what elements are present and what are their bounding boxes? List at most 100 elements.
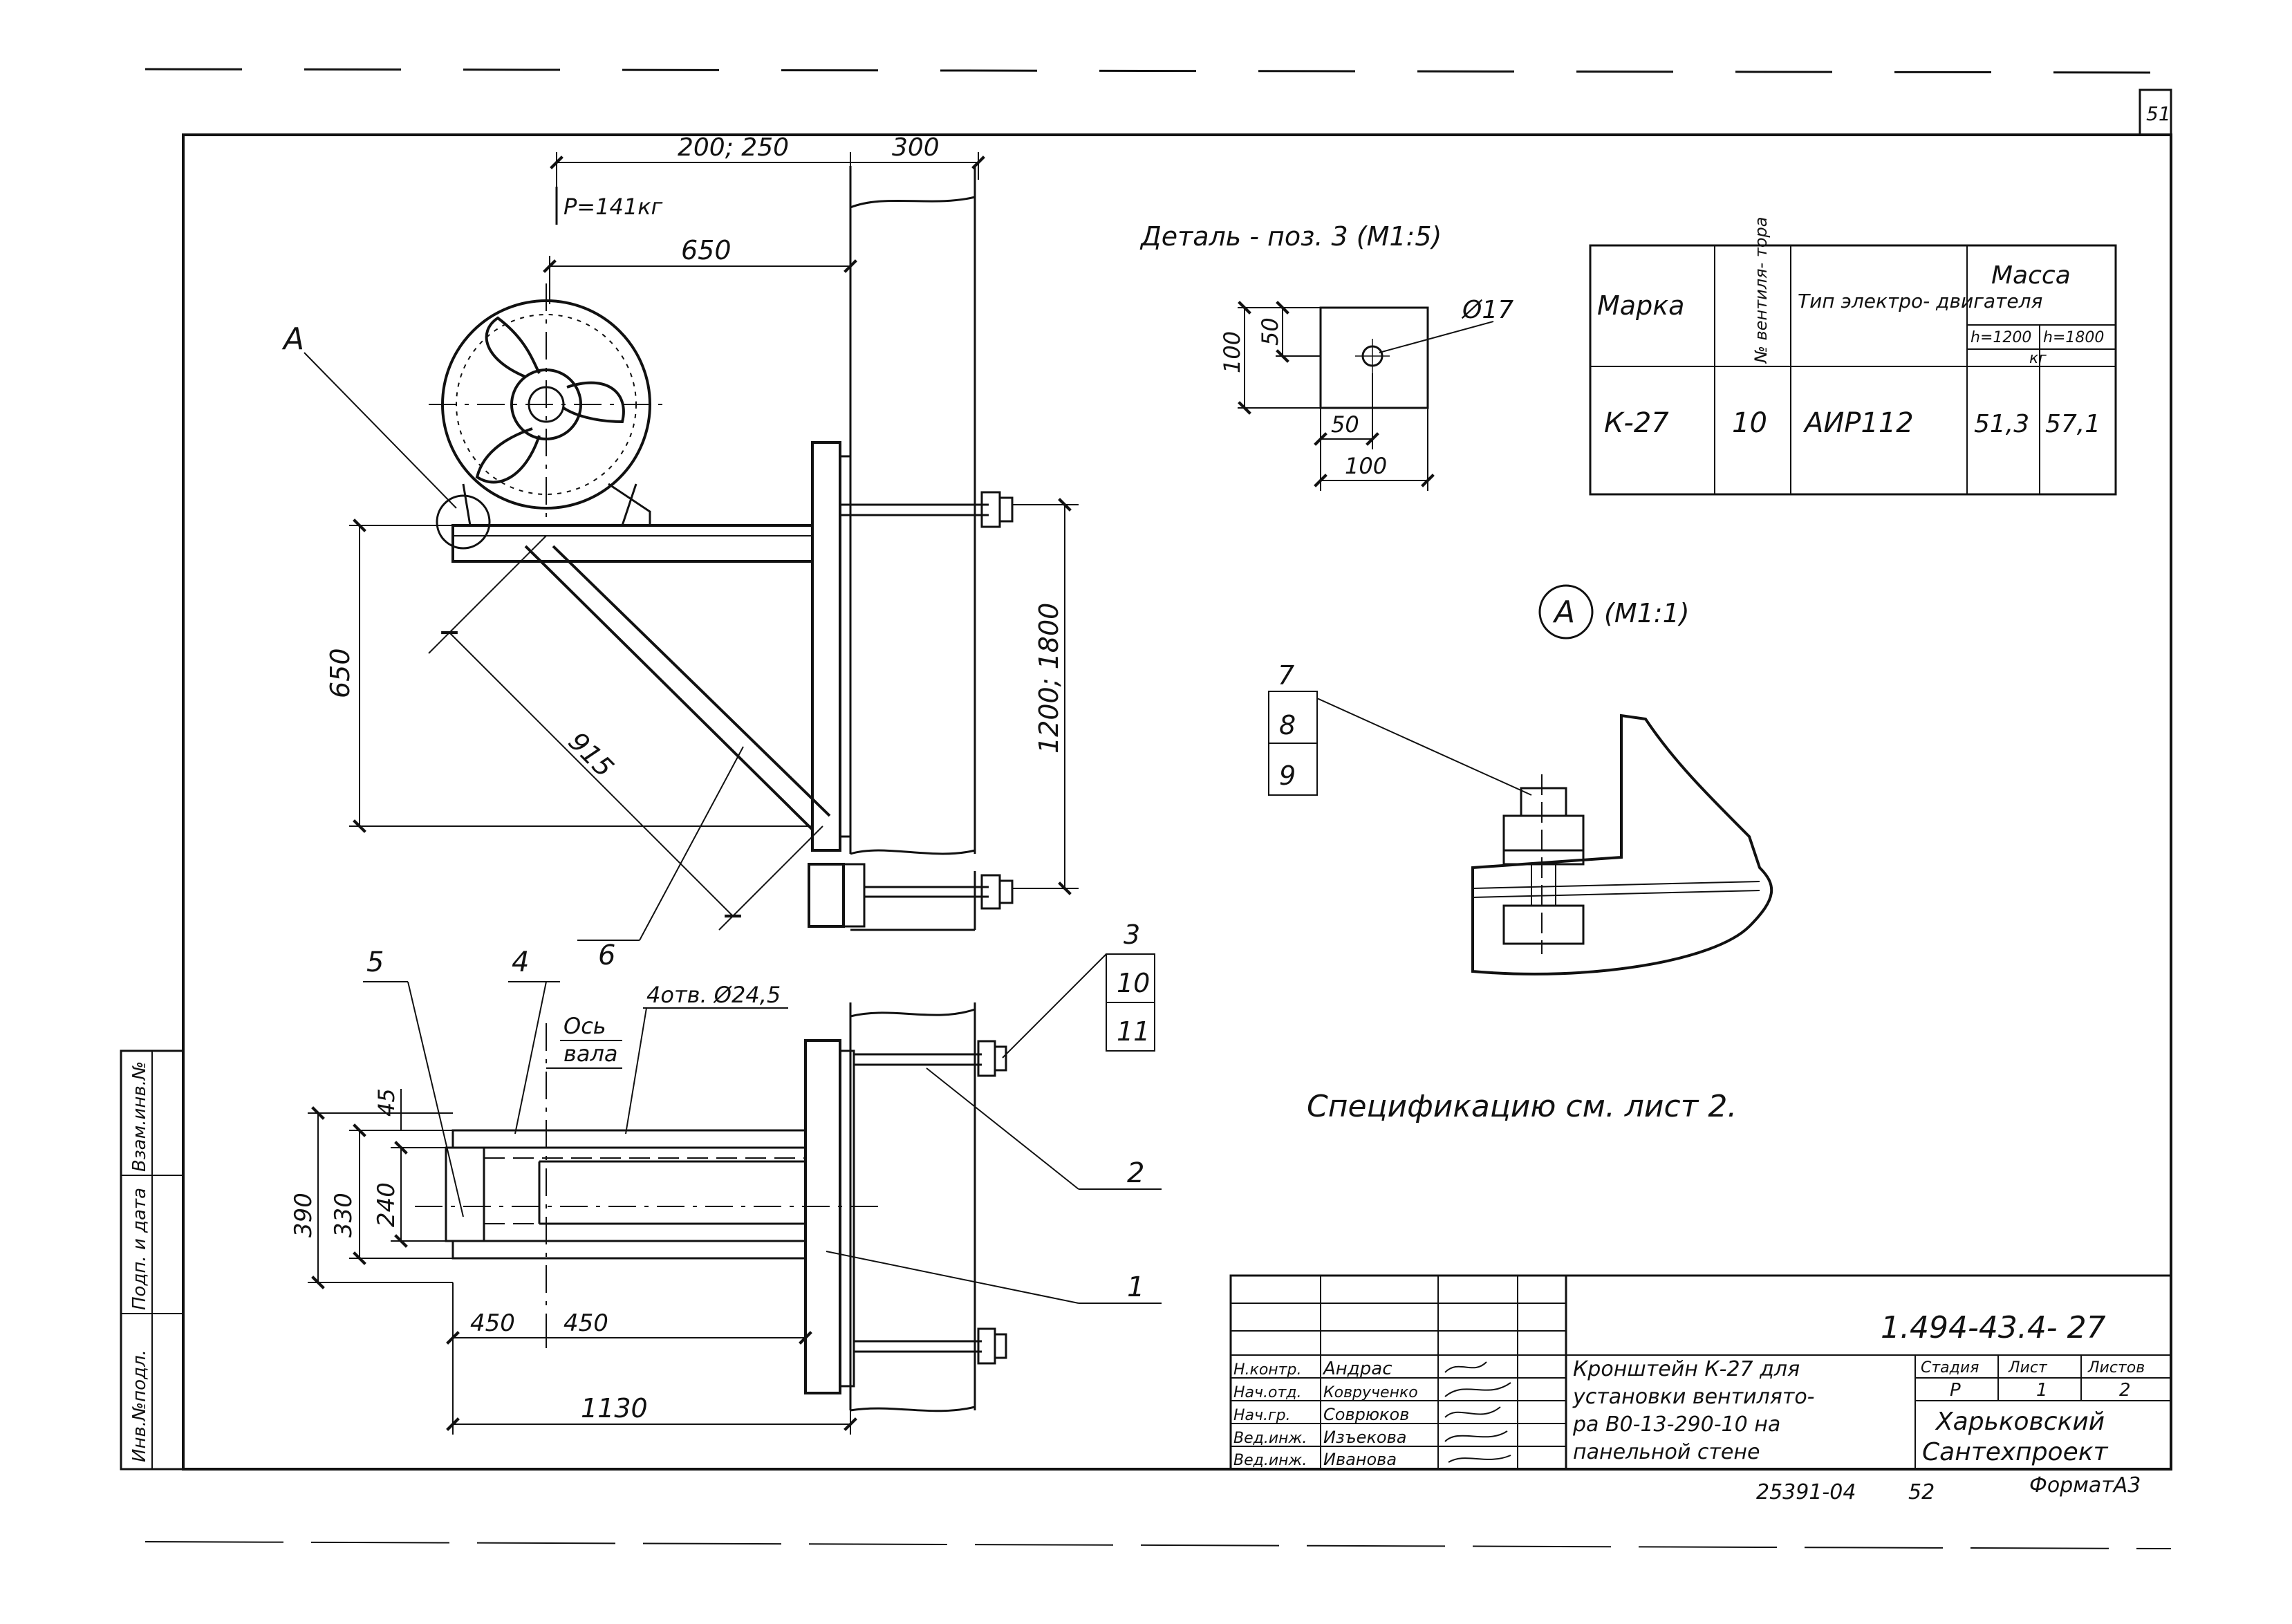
title-line-4: панельной стене <box>1573 1440 1760 1464</box>
page-number: 52 <box>1908 1480 1935 1504</box>
dim-200-250: 200; 250 <box>678 133 789 162</box>
dim-915: 915 <box>563 726 619 783</box>
side-stamp: Инв.№подл. Подп. и дата Взам.инв.№ <box>120 1049 185 1471</box>
view-A-circle <box>1538 584 1594 640</box>
pos-3-label: 3 <box>1124 920 1140 950</box>
table-header-h2: h=1800 <box>2043 329 2104 346</box>
org-line-2: Сантехпроект <box>1922 1438 2108 1466</box>
detail-dim-100-h: 100 <box>1345 453 1387 479</box>
table-cell-fan: 10 <box>1732 407 1767 439</box>
order-number: 25391-04 <box>1756 1480 1856 1504</box>
sheet-frame: 51 <box>182 88 2172 1471</box>
table-header-mass: Масса <box>1991 261 2071 290</box>
side-view: А P=141кг 200; 250 300 650 650 915 1200;… <box>281 133 1079 971</box>
mass-table: Марка № вентиля- тора Тип электро- двига… <box>1589 217 2117 496</box>
pos-10-label: 10 <box>1117 968 1150 998</box>
sheets-value: 2 <box>2119 1380 2131 1401</box>
dim-1130: 1130 <box>581 1393 648 1424</box>
table-cell-mark: К-27 <box>1604 407 1669 439</box>
dim-390: 390 <box>290 1193 317 1238</box>
format-label: ФорматА3 <box>2029 1473 2141 1497</box>
table-header-motor: Тип электро- двигателя <box>1798 290 2042 312</box>
title-line-3: ра В0-13-290-10 на <box>1572 1412 1780 1437</box>
wall-section <box>849 166 976 855</box>
plan-bolt-top <box>854 1040 1007 1077</box>
doc-code: 1.494-43.4- 27 <box>1881 1310 2106 1345</box>
holes-label: 4отв. Ø24,5 <box>646 982 781 1008</box>
role-2: Нач.гр. <box>1233 1407 1291 1424</box>
view-A-pos-8: 8 <box>1279 710 1296 740</box>
console-beam <box>451 524 814 563</box>
dim-450-b: 450 <box>563 1309 608 1337</box>
signature-scribbles <box>1444 1361 1511 1463</box>
anchor-bolt-top <box>840 491 1014 528</box>
sheet-value: 1 <box>2036 1380 2048 1401</box>
sheet-label: Лист <box>2008 1359 2048 1376</box>
pos-11-label: 11 <box>1117 1016 1150 1047</box>
lower-bracket <box>808 863 1014 931</box>
detail-hole-label: Ø17 <box>1461 296 1513 324</box>
title-block: 1.494-43.4- 27 Н.контр. Андрас Нач.отд. … <box>1229 1274 2172 1504</box>
role-1: Нач.отд. <box>1233 1384 1302 1401</box>
view-A-letter: А <box>1552 595 1575 630</box>
axis-label-top: Ось <box>563 1013 606 1039</box>
pos-6-label: 6 <box>598 940 615 971</box>
name-0: Андрас <box>1322 1359 1392 1379</box>
sheets-label: Листов <box>2087 1359 2145 1376</box>
role-4: Вед.инж. <box>1233 1452 1307 1469</box>
detail-title: Деталь - поз. 3 (М1:5) <box>1139 221 1442 252</box>
name-3: Изъекова <box>1323 1428 1406 1447</box>
diagonal-strut <box>524 545 831 831</box>
pos-1-label: 1 <box>1127 1271 1144 1303</box>
sheet-corner-number: 51 <box>2146 102 2171 125</box>
view-A-scale: (М1:1) <box>1604 598 1690 628</box>
name-4: Иванова <box>1323 1450 1397 1469</box>
view-A-angle <box>1471 713 1773 976</box>
title-line-1: Кронштейн К-27 для <box>1573 1357 1800 1381</box>
table-cell-motor: АИР112 <box>1802 407 1914 439</box>
role-0: Н.контр. <box>1233 1361 1301 1379</box>
table-cell-mass1: 51,3 <box>1974 410 2029 438</box>
table-cell-mass2: 57,1 <box>2045 410 2100 438</box>
dim-650-vertical: 650 <box>325 648 355 698</box>
stamp-replace-label: Взам.инв.№ <box>129 1061 150 1172</box>
stamp-inv-label: Инв.№подл. <box>129 1350 150 1462</box>
pos-2-label: 2 <box>1127 1157 1144 1189</box>
top-dashed-line <box>145 68 2172 1549</box>
plan-bolt-bottom <box>854 1327 1007 1365</box>
view-A-pos-9: 9 <box>1279 760 1296 791</box>
dim-1200-1800: 1200; 1800 <box>1034 603 1064 754</box>
detail-dim-50-v: 50 <box>1257 317 1283 346</box>
dim-300: 300 <box>892 133 940 162</box>
callout-A-circle <box>436 494 491 550</box>
pos-4-label: 4 <box>512 946 529 978</box>
detail-plate <box>1319 306 1429 409</box>
stage-label: Стадия <box>1921 1359 1979 1376</box>
dim-45: 45 <box>373 1088 400 1117</box>
table-header-unit: кг <box>2029 350 2047 367</box>
org-line-1: Харьковский <box>1935 1408 2105 1436</box>
plan-view: 390 330 240 45 450 450 1130 Ось вала 4от… <box>290 920 1162 1435</box>
view-A: А (М1:1) 7 8 9 <box>1268 584 1773 976</box>
name-1: Коврученко <box>1323 1384 1418 1401</box>
detail-dim-100-v: 100 <box>1219 331 1245 373</box>
table-header-mark: Марка <box>1597 290 1684 321</box>
detail-pos3: Деталь - поз. 3 (М1:5) Ø17 100 50 50 100 <box>1139 221 1513 491</box>
stage-value: Р <box>1950 1380 1961 1401</box>
table-header-fan: № вентиля- тора <box>1751 217 1771 364</box>
view-A-pos-7: 7 <box>1278 660 1294 691</box>
dim-240: 240 <box>373 1182 400 1227</box>
stamp-sign-label: Подп. и дата <box>129 1188 150 1310</box>
load-label: P=141кг <box>563 194 663 220</box>
motor-base <box>462 483 651 527</box>
axis-label-bottom: вала <box>563 1040 618 1067</box>
spec-note: Спецификацию см. лист 2. <box>1307 1089 1737 1124</box>
dim-330: 330 <box>330 1193 357 1238</box>
role-3: Вед.инж. <box>1233 1430 1307 1447</box>
wall-plate <box>811 441 841 852</box>
name-2: Соврюков <box>1323 1405 1409 1424</box>
fan-blades <box>475 316 625 484</box>
dim-450-a: 450 <box>470 1309 515 1337</box>
callout-A-label: А <box>281 321 304 357</box>
